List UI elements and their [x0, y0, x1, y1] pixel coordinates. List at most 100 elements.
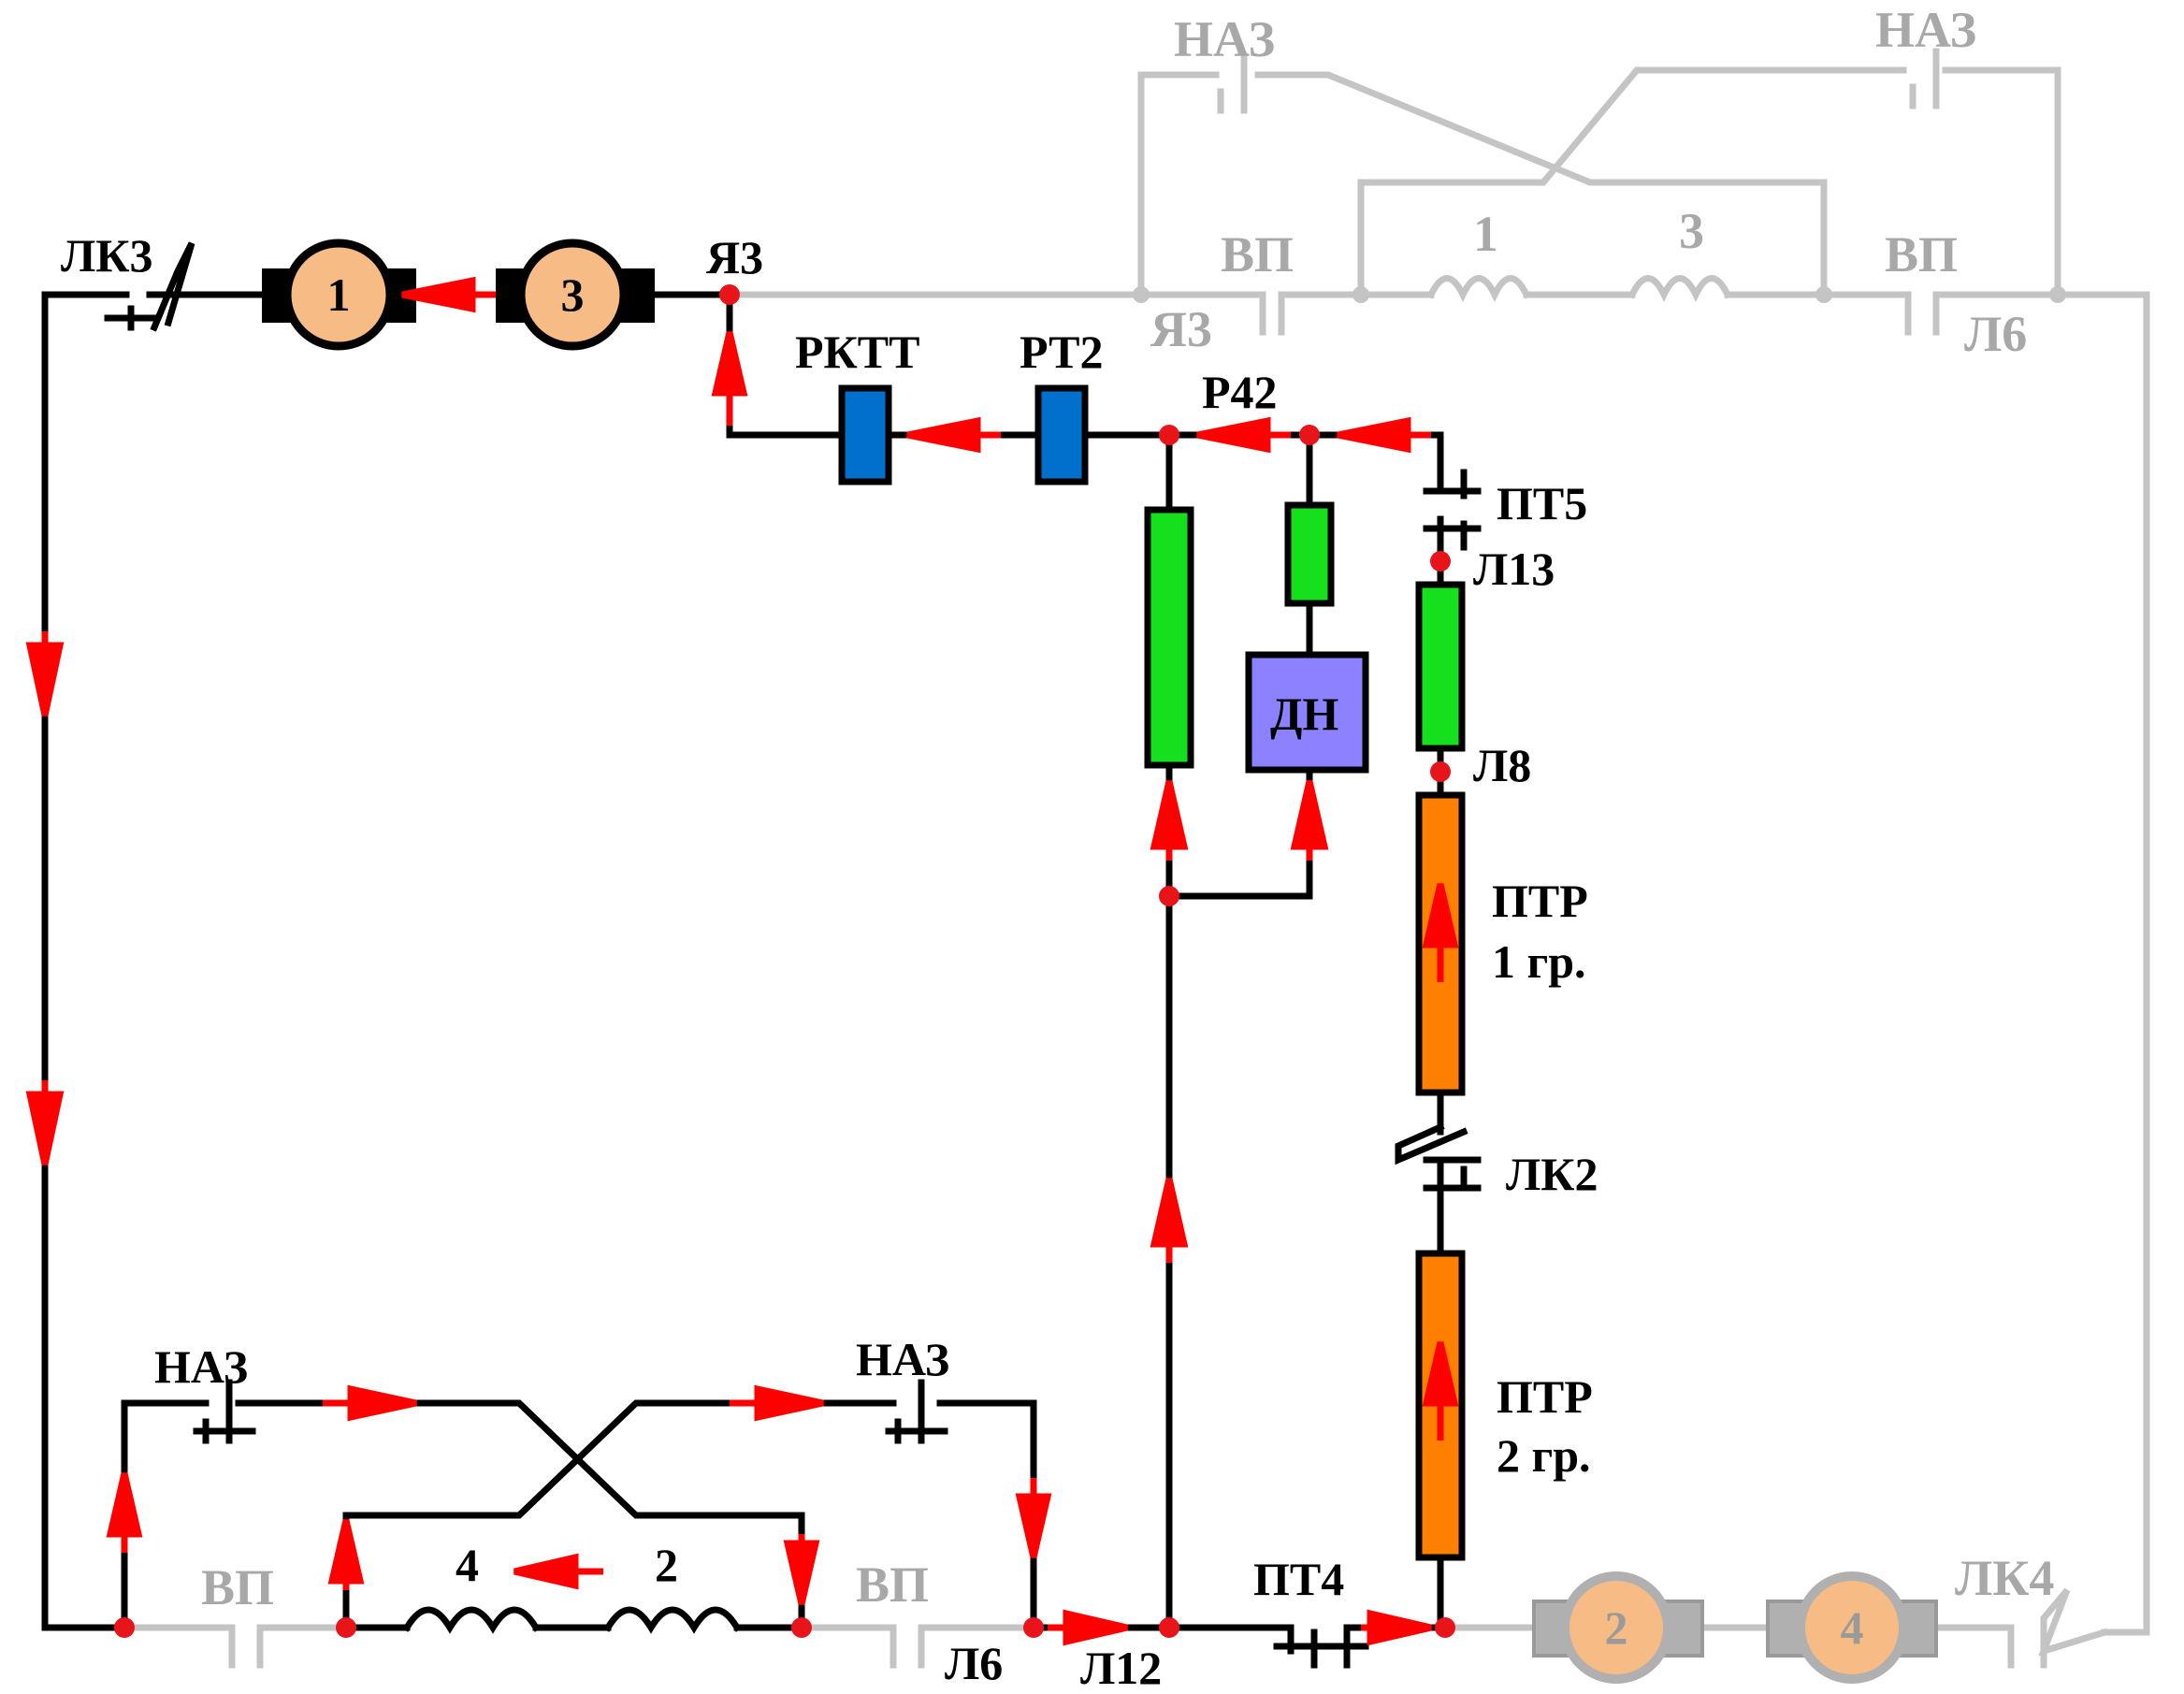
- label-lk3: ЛК3: [61, 229, 153, 282]
- arrow-rt2-to-rktt: [906, 416, 1001, 454]
- label-r42: Р42: [1202, 366, 1278, 418]
- node-dn-join: [1159, 886, 1179, 906]
- gray-wire-naz-left-loop: [1137, 71, 1220, 298]
- label-naz-gray-right: НАЗ: [1875, 2, 1976, 58]
- arrow-dn-up: [1290, 780, 1329, 861]
- arrow-r42-2: [1337, 416, 1431, 454]
- motor-1-label: 1: [327, 268, 351, 321]
- label-ya3-gray: Я3: [1150, 301, 1212, 357]
- gray-wire-bottom-vp-left-b: [256, 1624, 350, 1669]
- label-naz-right: НАЗ: [856, 1333, 949, 1385]
- label-vp-gray-bottom-left: ВП: [201, 1559, 274, 1615]
- arrow-ptr1-up: [1422, 883, 1459, 982]
- lk3-contact-b: [150, 241, 195, 332]
- arrow-naz-right-right: [730, 1384, 824, 1422]
- node-coil2: [791, 1617, 812, 1638]
- dn-block: [1245, 651, 1369, 774]
- label-vp-gray-bottom-right: ВП: [856, 1556, 929, 1613]
- gray-node-coil1: [1352, 286, 1369, 303]
- node-bottom-left: [114, 1617, 135, 1638]
- arrow-ptr2-up: [1422, 1341, 1459, 1441]
- gray-wire-naz-right-out: [1942, 66, 2061, 298]
- label-rktt: РКТТ: [795, 326, 920, 378]
- gray-node-ya3: [1133, 286, 1150, 303]
- node-r42-b: [1299, 425, 1320, 445]
- label-ptr2-line1: ПТР: [1497, 1370, 1593, 1423]
- arrow-pt4-right: [1361, 1609, 1432, 1646]
- label-l8: Л8: [1473, 739, 1531, 791]
- label-coil3-top: 3: [1679, 203, 1704, 259]
- motor-3-label: 3: [561, 268, 585, 321]
- gray-coil-1: [1426, 275, 1531, 303]
- arrow-motor3-to-motor1: [401, 276, 496, 313]
- node-l6: [1023, 1617, 1044, 1638]
- node-r42-a: [1159, 425, 1179, 445]
- label-ptr1-line2: 1 гр.: [1492, 935, 1586, 988]
- motor-2: 2: [1532, 1571, 1704, 1684]
- label-vp-gray-top-right: ВП: [1885, 226, 1958, 282]
- gray-node-coil3: [1815, 286, 1832, 303]
- arrow-left-rail-2: [25, 1080, 65, 1166]
- node-l8: [1430, 761, 1451, 782]
- arrow-l12-rail-up: [1150, 1178, 1189, 1263]
- node-l13: [1430, 551, 1451, 572]
- node-ptr-bottom: [1435, 1617, 1455, 1638]
- wire-l12-pt4: [1165, 1624, 1294, 1655]
- gray-wire-naz-left-out: [1254, 71, 1828, 298]
- label-coil1-top: 1: [1473, 206, 1498, 262]
- arrow-r42-1: [1196, 416, 1291, 454]
- wire-dn-bottom: [1165, 766, 1313, 900]
- label-lk4: ЛК4: [1955, 1550, 2054, 1606]
- node-l12: [1159, 1617, 1179, 1638]
- coil-2: [603, 1606, 742, 1634]
- arrow-left-rail-1: [25, 631, 65, 717]
- motor-2-label: 2: [1605, 1601, 1628, 1654]
- label-coil4: 4: [456, 1539, 479, 1591]
- gray-wire-bottom-vp-right-b: [918, 1624, 1037, 1669]
- label-dn: ДН: [1270, 688, 1338, 740]
- nodes: [114, 284, 1455, 1638]
- arrow-bottom-left-up: [106, 1472, 143, 1553]
- label-vp-gray-top-left: ВП: [1221, 226, 1294, 282]
- resistor-green-small: [1284, 501, 1335, 607]
- label-l6-gray-top: Л6: [1964, 306, 2027, 362]
- gray-wire-vp-right-b: [1932, 291, 2150, 1636]
- wire-left-rail: [41, 291, 130, 1631]
- wire-cross-coils: [342, 1399, 897, 1631]
- label-naz-gray-left: НАЗ: [1174, 11, 1275, 67]
- gray-wire-bottom-vp-left-a: [121, 1624, 236, 1669]
- arrow-naz-left-right: [323, 1384, 417, 1422]
- inactive-circuit: [121, 48, 2150, 1669]
- lk2-contact-a: [1395, 1122, 1468, 1166]
- wire-naz-right-out: [936, 1399, 1173, 1631]
- resistor-green-tall: [1144, 506, 1194, 769]
- arrow-green-tall-up: [1150, 780, 1189, 861]
- label-pt4: ПТ4: [1253, 1553, 1344, 1605]
- arrow-naz-right-down: [1015, 1478, 1052, 1558]
- arrow-coil4-up: [327, 1519, 365, 1590]
- label-ptr1-line1: ПТР: [1492, 875, 1588, 927]
- gray-wire-vp-left-b: [1278, 291, 1435, 336]
- label-rt2: РТ2: [1020, 326, 1104, 378]
- label-pt5: ПТ5: [1497, 477, 1587, 529]
- relay-rt2: [1034, 384, 1089, 485]
- resistor-green-l13-l8: [1415, 581, 1466, 752]
- node-ya3: [719, 284, 740, 305]
- gray-wire-bottom-vp-right-a: [798, 1624, 897, 1669]
- label-l12: Л12: [1080, 1642, 1162, 1694]
- motor-1: 1: [262, 239, 416, 351]
- node-coil4: [336, 1617, 356, 1638]
- relay-rktt: [838, 384, 892, 485]
- gray-wire-cross-up: [1357, 66, 1907, 186]
- motor-4-label: 4: [1841, 1601, 1864, 1654]
- label-ya3: Я3: [706, 231, 763, 283]
- gray-wire-after-coil3: [1724, 291, 1912, 336]
- label-ptr2-line2: 2 гр.: [1497, 1429, 1591, 1482]
- arrow-coils-left: [513, 1553, 603, 1590]
- motor-3: 3: [496, 239, 655, 351]
- current-arrows: [25, 276, 1459, 1646]
- arrow-l6-l12: [1048, 1609, 1128, 1646]
- label-l6: Л6: [945, 1637, 1003, 1689]
- label-l13: Л13: [1473, 543, 1555, 595]
